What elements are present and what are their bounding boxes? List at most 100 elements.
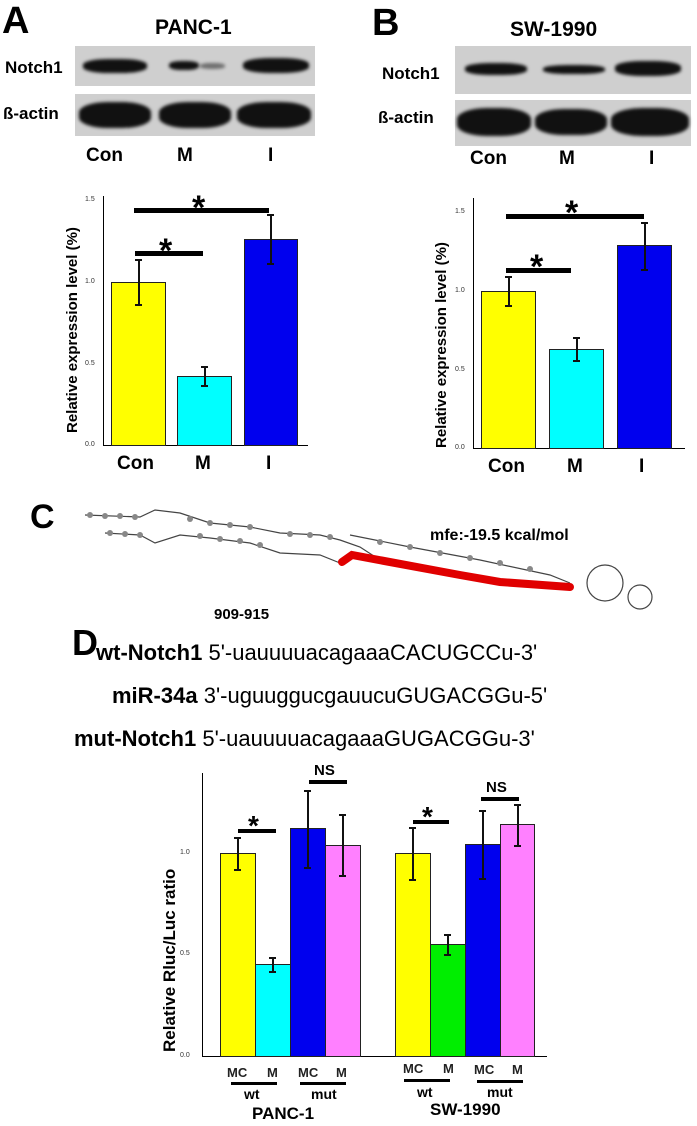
x-sub-label: MC bbox=[227, 1065, 248, 1080]
binding-position: 909-915 bbox=[214, 606, 270, 623]
significance-bar bbox=[309, 780, 347, 784]
y-axis bbox=[202, 773, 203, 1057]
y-axis bbox=[473, 198, 474, 449]
bar-panc1-wt-m bbox=[255, 964, 291, 1057]
sequence-name: miR-34a bbox=[112, 683, 198, 708]
rna-secondary-structure-diagram bbox=[84, 509, 653, 610]
x-tick-label: M bbox=[195, 453, 211, 474]
x-axis bbox=[202, 1056, 547, 1057]
y-tick: 0.5 bbox=[85, 360, 95, 367]
blot-label-actin: ß-actin bbox=[3, 104, 59, 123]
x-tick-label: Con bbox=[488, 456, 525, 477]
western-blot-actin bbox=[455, 100, 691, 146]
y-tick: 1.5 bbox=[85, 196, 95, 203]
significance-star: * bbox=[422, 801, 433, 832]
lane-label: M bbox=[559, 148, 575, 169]
x-sub-label: M bbox=[336, 1065, 347, 1080]
y-tick: 0.5 bbox=[180, 950, 190, 957]
significance-bar bbox=[238, 829, 276, 833]
significance-bar bbox=[481, 797, 519, 801]
lane-label: Con bbox=[470, 148, 507, 169]
y-axis-label: Relative expression level (%) bbox=[433, 242, 450, 448]
lane-label: Con bbox=[86, 145, 123, 166]
sequence-mut-notch1: mut-Notch1 5'-uauuuuacagaaaGUGACGGu-3' bbox=[74, 726, 535, 752]
bar-panc1-wt-mc bbox=[220, 853, 256, 1057]
panel-label-c: C bbox=[30, 498, 55, 536]
lane-label: M bbox=[177, 145, 193, 166]
panel-b-title: SW-1990 bbox=[510, 18, 598, 41]
cell-line-label: SW-1990 bbox=[430, 1100, 501, 1119]
cell-line-label: PANC-1 bbox=[252, 1104, 315, 1123]
significance-bar bbox=[506, 268, 571, 273]
lane-label: I bbox=[649, 148, 655, 169]
bar-m bbox=[177, 376, 232, 446]
bar-i bbox=[244, 239, 298, 446]
bar-m bbox=[549, 349, 604, 449]
x-tick-label: M bbox=[567, 456, 583, 477]
bar-con bbox=[111, 282, 166, 446]
western-blot-actin bbox=[75, 94, 315, 136]
y-tick: 0.5 bbox=[455, 366, 465, 373]
x-sub-label: MC bbox=[298, 1065, 319, 1080]
significance-star: * bbox=[530, 248, 544, 286]
panel-label-a: A bbox=[2, 0, 30, 42]
y-tick: 0.0 bbox=[180, 1052, 190, 1059]
x-sub-label: M bbox=[512, 1062, 523, 1077]
significance-star: * bbox=[248, 810, 259, 841]
panel-a-title: PANC-1 bbox=[155, 16, 232, 39]
construct-label: mut bbox=[311, 1086, 337, 1102]
y-tick: 1.0 bbox=[180, 849, 190, 856]
seed-region-highlight bbox=[338, 550, 574, 591]
y-tick: 1.0 bbox=[85, 278, 95, 285]
bar-sw1990-mut-m bbox=[500, 824, 535, 1057]
y-tick: 0.0 bbox=[455, 444, 465, 451]
construct-label: wt bbox=[244, 1086, 260, 1102]
ns-label: NS bbox=[314, 762, 335, 779]
significance-bar bbox=[413, 820, 449, 824]
y-tick: 1.0 bbox=[455, 287, 465, 294]
mfe-annotation: mfe:-19.5 kcal/mol bbox=[430, 527, 569, 544]
significance-star: * bbox=[159, 232, 173, 270]
significance-bar bbox=[135, 251, 203, 256]
sequence-text: 3'-uguuggucgauucuGUGACGGu-5' bbox=[203, 683, 548, 708]
bar-sw1990-wt-mc bbox=[395, 853, 431, 1057]
y-axis-label: Relative expression level (%) bbox=[64, 227, 81, 433]
blot-label-notch1: Notch1 bbox=[5, 58, 63, 77]
sequence-name: wt-Notch1 bbox=[96, 640, 203, 665]
bar-i bbox=[617, 245, 672, 449]
y-tick: 1.5 bbox=[455, 208, 465, 215]
construct-label: wt bbox=[417, 1084, 433, 1100]
significance-star: * bbox=[565, 194, 579, 232]
panel-label-b: B bbox=[372, 2, 400, 44]
western-blot-notch1 bbox=[75, 46, 315, 86]
sequence-text: 5'-uauuuuacagaaaGUGACGGu-3' bbox=[202, 726, 535, 751]
bar-sw1990-mut-mc bbox=[465, 844, 501, 1057]
x-sub-label: MC bbox=[403, 1061, 424, 1076]
x-tick-label: Con bbox=[117, 453, 154, 474]
western-blot-notch1 bbox=[455, 46, 691, 94]
bar-sw1990-wt-m bbox=[430, 944, 466, 1057]
construct-label: mut bbox=[487, 1084, 513, 1100]
y-axis-label: Relative Rluc/Luc ratio bbox=[160, 868, 179, 1052]
significance-bar bbox=[134, 208, 269, 213]
lane-label: I bbox=[268, 145, 274, 166]
bar-con bbox=[481, 291, 536, 449]
sequence-mir-34a: miR-34a 3'-uguuggucgauucuGUGACGGu-5' bbox=[112, 683, 547, 709]
significance-star: * bbox=[192, 189, 206, 227]
bar-panc1-mut-m bbox=[325, 845, 361, 1057]
x-sub-label: MC bbox=[474, 1062, 495, 1077]
x-sub-label: M bbox=[443, 1061, 454, 1076]
ns-label: NS bbox=[486, 779, 507, 796]
x-sub-label: M bbox=[267, 1065, 278, 1080]
panel-label-d: D bbox=[72, 622, 98, 663]
sequence-name: mut-Notch1 bbox=[74, 726, 197, 751]
sequence-text: 5'-uauuuuacagaaaCACUGCCu-3' bbox=[208, 640, 538, 665]
y-tick: 0.0 bbox=[85, 441, 95, 448]
blot-label-actin: ß-actin bbox=[378, 108, 434, 127]
x-tick-label: I bbox=[266, 453, 272, 474]
blot-label-notch1: Notch1 bbox=[382, 64, 440, 83]
sequence-wt-notch1: wt-Notch1 5'-uauuuuacagaaaCACUGCCu-3' bbox=[96, 640, 537, 666]
y-axis bbox=[103, 196, 104, 446]
significance-bar bbox=[506, 214, 644, 219]
x-tick-label: I bbox=[639, 456, 645, 477]
